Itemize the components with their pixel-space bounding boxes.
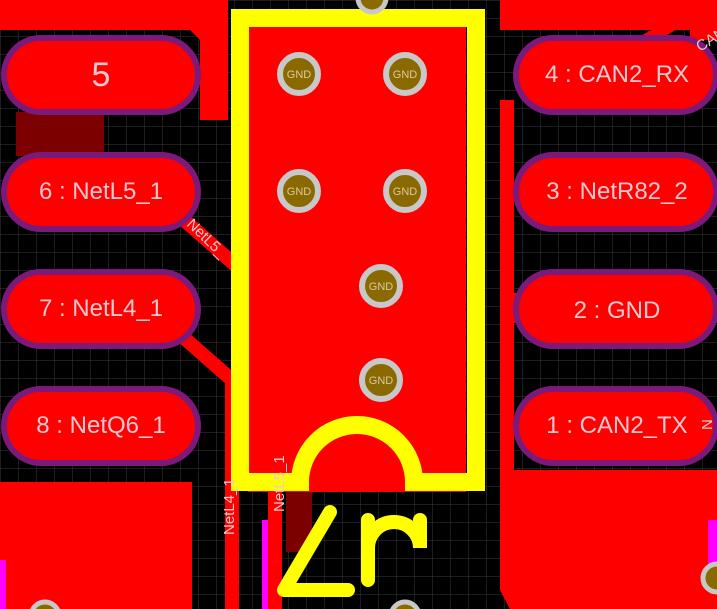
pad-2[interactable]: 2 : GND	[513, 269, 717, 349]
pad-7-label: 7 : NetL4_1	[39, 295, 163, 322]
designator-glyph-7	[277, 505, 355, 597]
via-6-label: GND	[369, 375, 394, 387]
pad-2-label: 2 : GND	[574, 297, 661, 324]
pad-4-label: 4 : CAN2_RX	[545, 61, 689, 88]
magenta-edge-right	[708, 520, 717, 580]
copper-pour-right-strip	[500, 100, 514, 480]
pad-1-label: 1 : CAN2_TX	[546, 412, 687, 439]
via-3[interactable]: GND	[277, 169, 321, 213]
dark-copper-top	[16, 112, 104, 156]
via-partial-bottom-left	[30, 599, 60, 609]
via-4[interactable]: GND	[383, 169, 427, 213]
vias: GND GND GND GND GND GND	[30, 0, 717, 609]
via-5[interactable]: GND	[359, 264, 403, 308]
copper-pour-top-left	[0, 0, 228, 120]
magenta-edge-left	[0, 560, 6, 609]
magenta-edge-center	[262, 520, 272, 609]
trace-label-netl5-vertical: NetL5_1	[271, 455, 288, 512]
designator-glyph-u	[361, 513, 427, 587]
pad-4[interactable]: 4 : CAN2_RX	[513, 35, 717, 115]
pad-3[interactable]: 3 : NetR82_2	[513, 152, 717, 232]
silkscreen-outline	[231, 9, 485, 491]
via-4-label: GND	[393, 186, 418, 198]
via-2[interactable]: GND	[383, 52, 427, 96]
module-copper-pour	[248, 22, 466, 492]
pad-1[interactable]: 1 : CAN2_TX	[513, 386, 717, 466]
trace-label-netl4-vertical: NetL4_1	[221, 478, 238, 535]
pad-8[interactable]: 8 : NetQ6_1	[1, 386, 201, 466]
via-3-label: GND	[287, 186, 312, 198]
right-pad-column: 4 : CAN2_RX 3 : NetR82_2 2 : GND 1 : CAN…	[513, 35, 717, 466]
pad-5-label: 5	[92, 56, 111, 94]
pad-3-label: 3 : NetR82_2	[546, 178, 687, 205]
designator-u7[interactable]: U7	[0, 0, 427, 597]
via-1-label: GND	[287, 69, 312, 81]
via-2-label: GND	[393, 69, 418, 81]
via-partial-top	[355, 0, 389, 15]
pad-7[interactable]: 7 : NetL4_1	[1, 269, 201, 349]
left-pad-column: 5 6 : NetL5_1 7 : NetL4_1 8 : NetQ6_1	[1, 35, 201, 466]
pad-8-label: 8 : NetQ6_1	[36, 412, 165, 439]
copper-pour-bottom-left	[0, 482, 192, 609]
pad-6[interactable]: 6 : NetL5_1	[1, 152, 201, 232]
via-partial-bottom-center	[390, 599, 420, 609]
via-1[interactable]: GND	[277, 52, 321, 96]
trace-netl5	[145, 184, 282, 609]
copper-pour-bottom-right	[500, 470, 717, 609]
pad-6-label: 6 : NetL5_1	[39, 178, 163, 205]
via-partial-right	[700, 561, 717, 595]
via-5-label: GND	[369, 281, 394, 293]
pad-5[interactable]: 5	[1, 35, 201, 115]
via-6[interactable]: GND	[359, 358, 403, 402]
trace-label-right-edge: Ν	[699, 419, 716, 430]
